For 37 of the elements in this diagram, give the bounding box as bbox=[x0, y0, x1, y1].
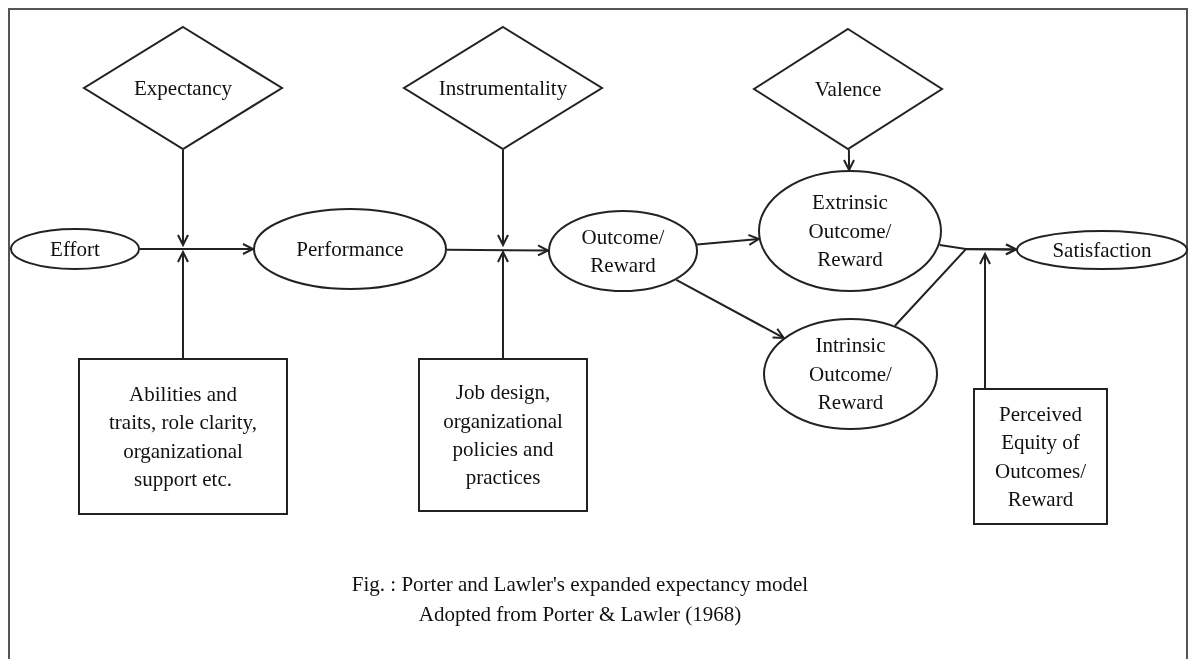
node-label: Intrinsic Outcome/ Reward bbox=[808, 332, 893, 417]
ellipse-node bbox=[548, 210, 698, 292]
node-label: Satisfaction bbox=[1051, 236, 1153, 264]
node-label: Performance bbox=[295, 235, 405, 263]
arrow bbox=[446, 244, 549, 257]
arrow bbox=[843, 148, 855, 171]
node-label: Outcome/ Reward bbox=[580, 223, 666, 279]
ellipse-node bbox=[253, 208, 447, 290]
caption: Fig. : Porter and Lawler's expanded expectancy model bbox=[350, 572, 810, 597]
ellipse-node bbox=[10, 228, 140, 270]
node-label: Job design, organizational policies and practices bbox=[442, 379, 564, 492]
arrow bbox=[696, 233, 760, 246]
node-label: Instrumentality bbox=[437, 74, 569, 102]
node-label: Valence bbox=[813, 75, 883, 103]
node-label: Extrinsic Outcome/ Reward bbox=[807, 189, 893, 274]
arrow bbox=[894, 243, 1017, 327]
ellipse-node bbox=[763, 318, 938, 430]
decision-diamond bbox=[403, 26, 603, 150]
arrow bbox=[497, 149, 509, 246]
arrow bbox=[177, 251, 189, 359]
decision-diamond bbox=[83, 26, 283, 150]
arrow bbox=[177, 149, 189, 246]
node-label: Effort bbox=[49, 235, 101, 263]
arrow bbox=[979, 253, 991, 389]
ellipse-node bbox=[758, 170, 942, 292]
node-label: Expectancy bbox=[133, 74, 233, 102]
ellipse-node bbox=[1016, 230, 1188, 270]
process-box bbox=[973, 388, 1108, 525]
source-note: Adopted from Porter & Lawler (1968) bbox=[417, 602, 743, 627]
process-box bbox=[418, 358, 588, 512]
arrow bbox=[675, 278, 785, 339]
process-box bbox=[78, 358, 288, 515]
arrow bbox=[139, 243, 254, 255]
decision-diamond bbox=[753, 28, 943, 150]
node-label: Perceived Equity of Outcomes/ Reward bbox=[994, 400, 1087, 513]
node-label: Abilities and traits, role clarity, organizational support etc. bbox=[108, 380, 258, 493]
arrow bbox=[497, 251, 509, 359]
